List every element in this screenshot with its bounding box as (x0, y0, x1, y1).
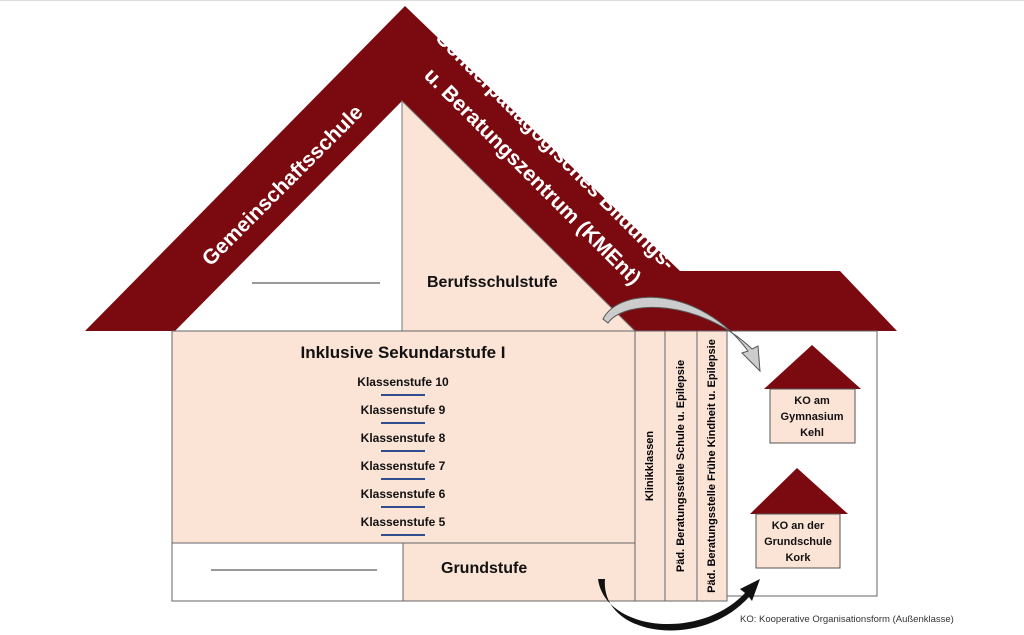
outpost-1-roof (764, 345, 861, 389)
level-7: Klassenstufe 7 (360, 459, 446, 473)
grundstufe-area (402, 542, 636, 602)
grey-curved-arrow (602, 296, 761, 373)
column-label-beratung-kindheit: Päd. Beratungsstelle Frühe Kindheit u. E… (706, 339, 718, 593)
column-1 (634, 330, 666, 602)
level-8: Klassenstufe 8 (360, 431, 446, 445)
outpost-2-body (755, 513, 841, 569)
level-arrows (381, 394, 425, 536)
level-6: Klassenstufe 6 (360, 487, 446, 501)
blank-area-bottom (171, 542, 404, 602)
column-label-klinikklassen: Klinikklassen (644, 430, 656, 502)
outpost-2-roof (750, 468, 848, 514)
footnote: KO: Kooperative Organisationsform (Außen… (740, 614, 954, 625)
level-9: Klassenstufe 9 (360, 403, 446, 417)
berufsschulstufe-label: Berufsschulstufe (427, 274, 558, 291)
outpost-1-body (769, 388, 856, 444)
level-10: Klassenstufe 10 (357, 375, 449, 389)
column-2 (664, 330, 698, 602)
column-label-beratung-schule: Päd. Beratungsstelle Schule u. Epilepsie (675, 359, 687, 573)
grundstufe-label: Grundstufe (441, 560, 528, 577)
black-curved-arrow (598, 579, 760, 631)
upper-roof (85, 6, 897, 331)
column-3 (696, 330, 728, 602)
sekundarstufe-title: Inklusive Sekundarstufe I (300, 343, 506, 362)
level-5: Klassenstufe 5 (360, 515, 446, 529)
